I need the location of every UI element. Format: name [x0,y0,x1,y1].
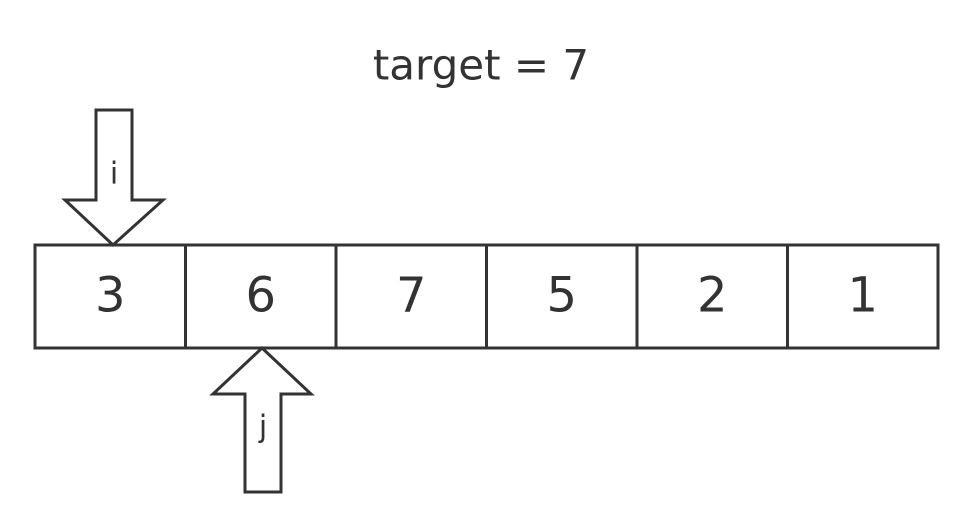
array-cell [33,243,187,350]
pointer-arrow-i [61,108,167,248]
pointer-label-j: j [258,410,267,445]
array-cell-value: 6 [245,268,276,324]
array-cell [786,243,940,350]
array-cell-value: 7 [396,268,427,324]
array-container: 3 6 7 5 2 1 [33,243,940,350]
pointer-arrow-j [209,345,315,494]
pointer-label-i: i [110,157,118,192]
page-title: target = 7 [373,41,589,90]
array-cell [635,243,789,350]
array-cell-value: 2 [697,268,728,324]
array-cell-value: 1 [847,268,878,324]
pointer-container: ij [61,108,315,494]
array-cell [334,243,488,350]
array-cell-value: 3 [95,268,126,324]
array-cell-value: 5 [546,268,577,324]
array-cell [184,243,338,350]
